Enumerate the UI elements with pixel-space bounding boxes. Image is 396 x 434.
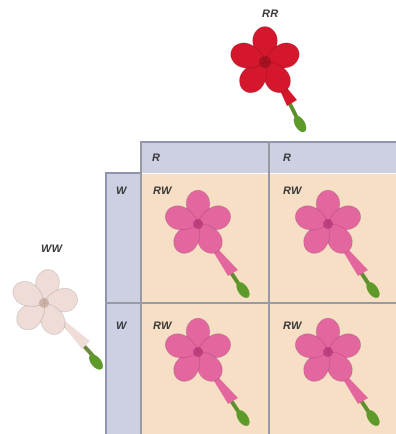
pink-flower-icon-4 bbox=[290, 318, 390, 428]
row-allele-2: W bbox=[116, 320, 127, 332]
pink-flower-icon-1 bbox=[160, 190, 260, 300]
pink-flower-icon-2 bbox=[290, 190, 390, 300]
grid-line-vertical-left bbox=[140, 141, 142, 434]
punnett-row-header-bar bbox=[105, 174, 140, 434]
row-allele-1: W bbox=[116, 185, 127, 197]
grid-line-horizontal-middle bbox=[105, 302, 396, 304]
grid-line-vertical-middle bbox=[268, 141, 270, 434]
pink-flower-icon-3 bbox=[160, 318, 260, 428]
white-flower-icon bbox=[8, 265, 108, 375]
parent-left-genotype-label: WW bbox=[41, 243, 62, 255]
punnett-corner-line bbox=[105, 172, 142, 174]
column-allele-1: R bbox=[152, 152, 160, 164]
column-allele-2: R bbox=[283, 152, 291, 164]
red-flower-icon bbox=[225, 18, 325, 138]
